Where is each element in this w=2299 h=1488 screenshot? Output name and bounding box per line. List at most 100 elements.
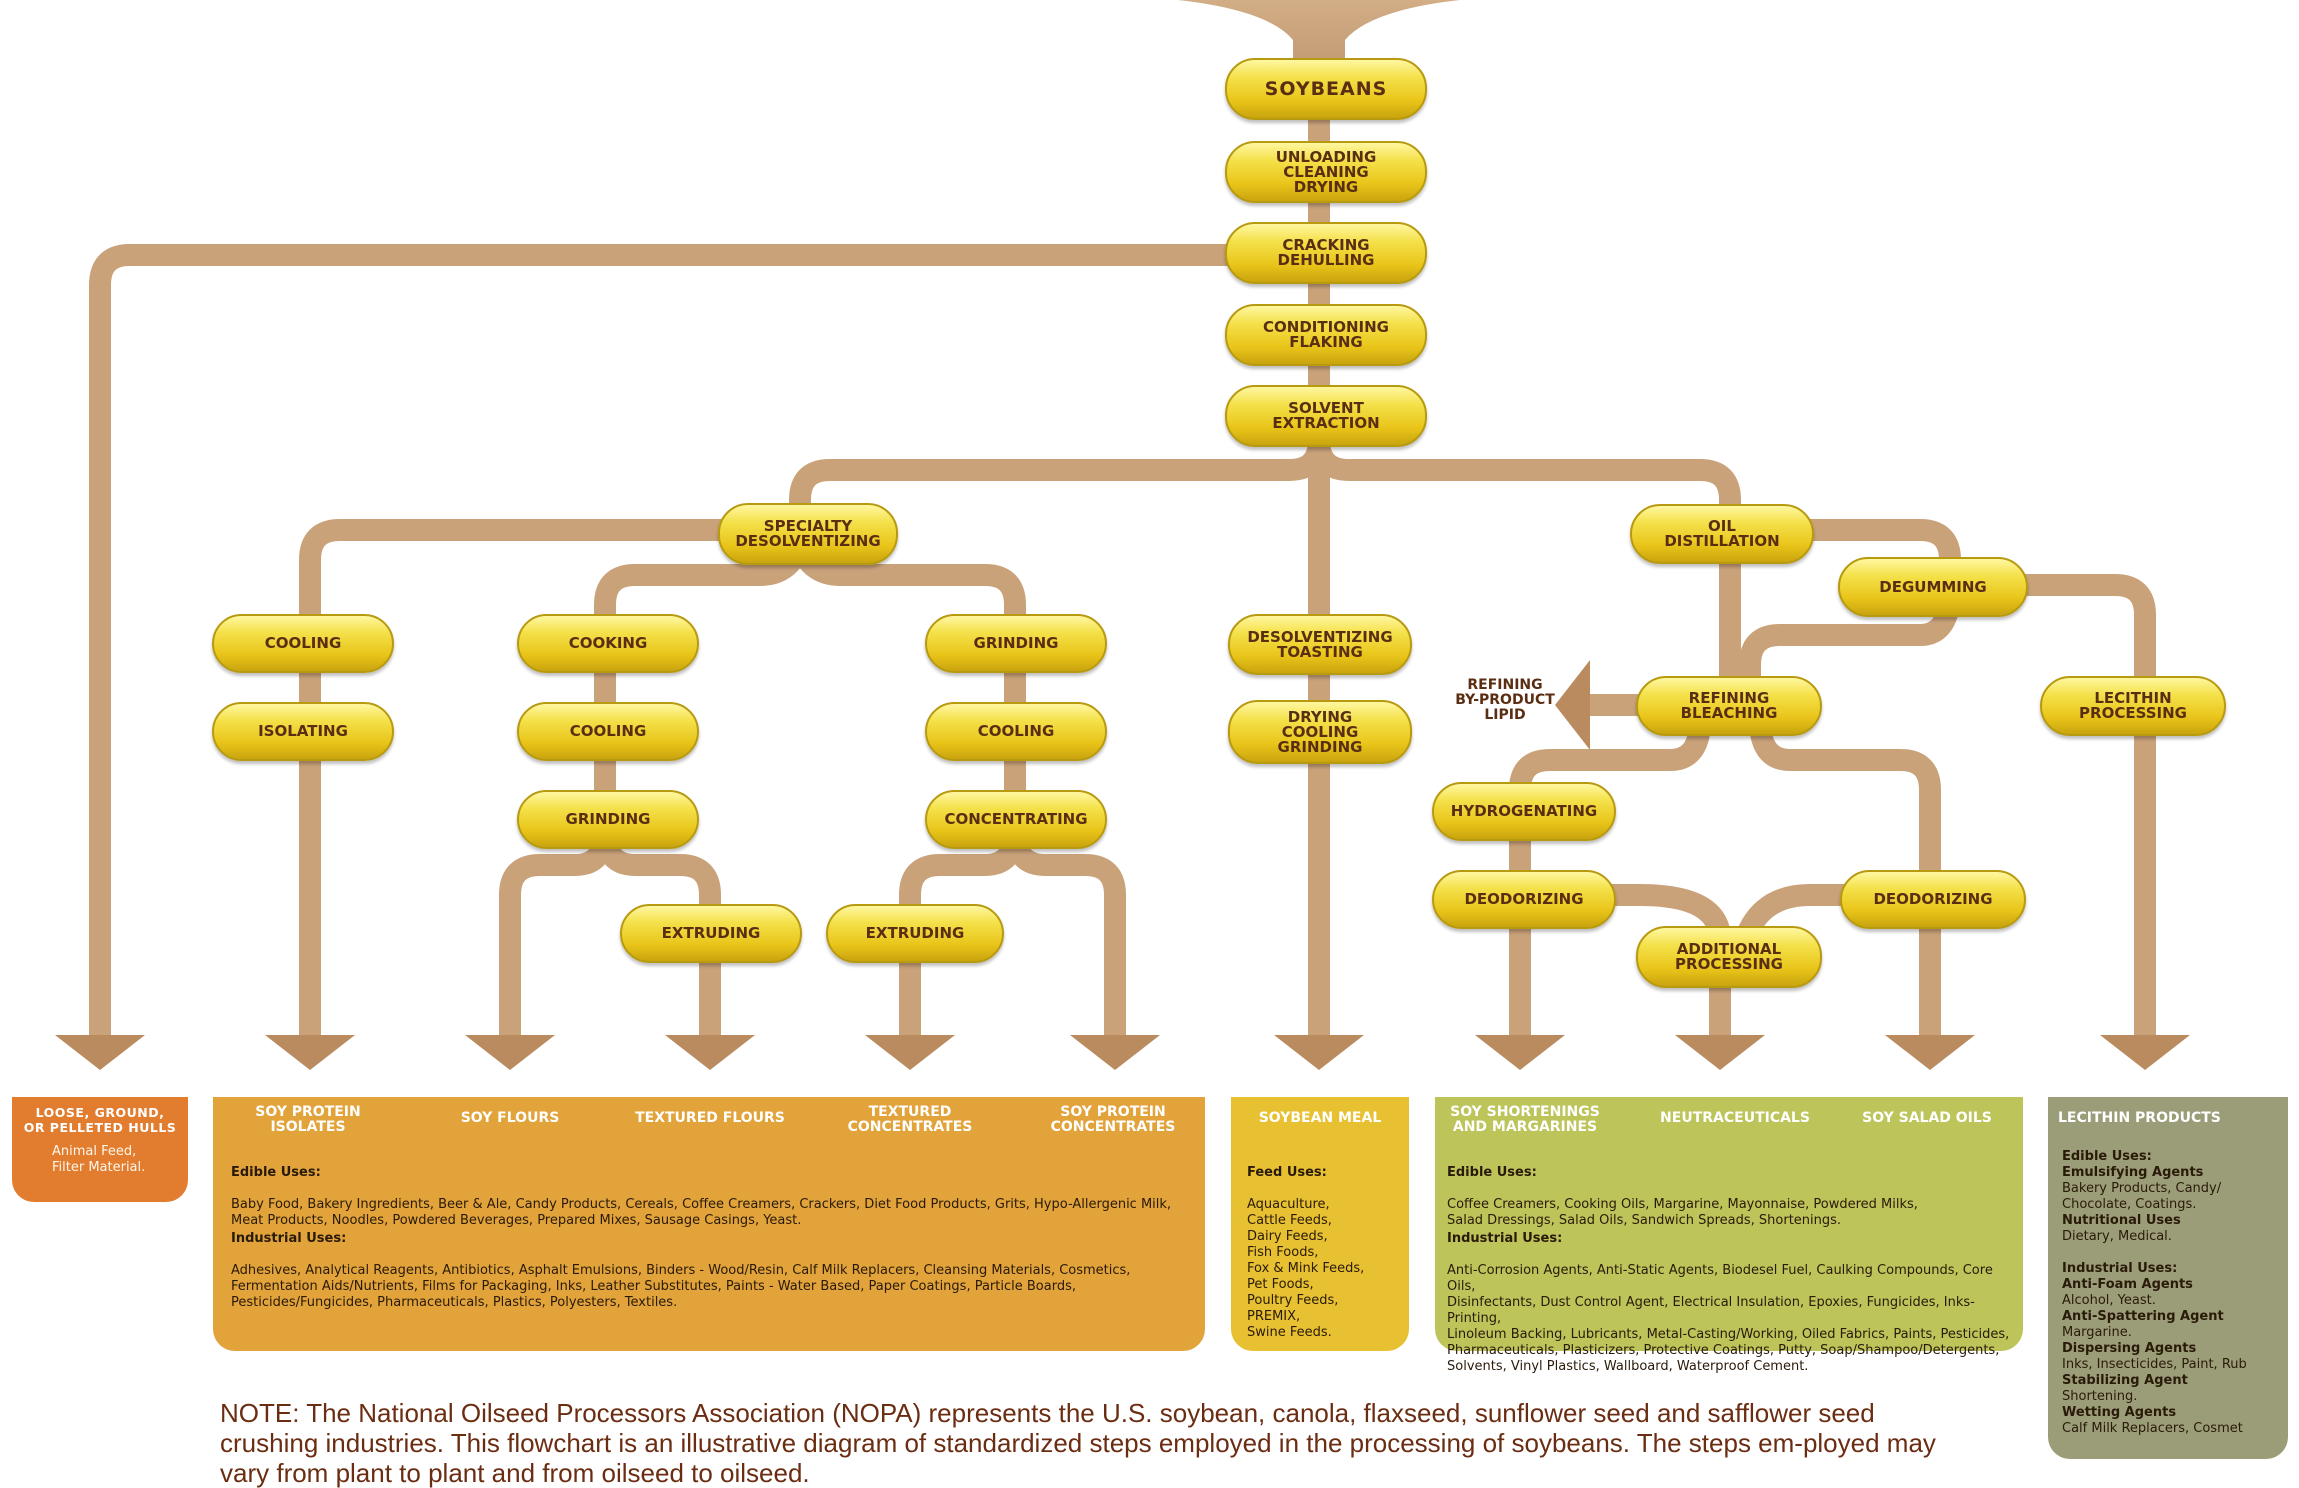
textured-flours-pipe xyxy=(594,829,721,1040)
step-soybeans: SOYBEANS xyxy=(1225,58,1427,120)
hydrogenating-pipe xyxy=(1509,719,1711,1040)
meal-feed-uses: Feed Uses: Aquaculture, Cattle Feeds, Da… xyxy=(1247,1149,1364,1341)
step-cracking-dehulling: CRACKING DEHULLING xyxy=(1225,222,1427,284)
protein-title-textured-flours: TEXTURED FLOURS xyxy=(635,1110,785,1126)
protein-edible-text: Baby Food, Bakery Ingredients, Beer & Al… xyxy=(231,1197,1172,1228)
byproduct-label: REFINING BY-PRODUCT LIPID xyxy=(1455,677,1555,723)
lecithin-title: LECITHIN PRODUCTS xyxy=(2058,1110,2221,1126)
lecithin-output-box: LECITHIN PRODUCTS Edible Uses: Emulsifyi… xyxy=(2048,1097,2288,1459)
arrowhead xyxy=(665,1035,755,1070)
byproduct-arrowhead xyxy=(1555,660,1590,750)
step-grinding-concentrates: GRINDING xyxy=(925,614,1107,673)
step-drying-cooling-grinding: DRYING COOLING GRINDING xyxy=(1228,700,1412,764)
nopa-note: NOTE: The National Oilseed Processors As… xyxy=(220,1398,1936,1488)
step-conditioning-flaking: CONDITIONING FLAKING xyxy=(1225,304,1427,366)
step-degumming: DEGUMMING xyxy=(1838,557,2028,617)
lecithin-wetting-text: Calf Milk Replacers, Cosmet xyxy=(2062,1421,2243,1436)
step-cooking: COOKING xyxy=(517,614,699,673)
protein-industrial-label: Industrial Uses: xyxy=(231,1231,347,1246)
step-deodorizing-right: DEODORIZING xyxy=(1840,870,2026,929)
meal-output-box: SOYBEAN MEAL Feed Uses: Aquaculture, Cat… xyxy=(1231,1097,1409,1351)
step-unloading-cleaning-drying: UNLOADING CLEANING DRYING xyxy=(1225,141,1427,203)
concentrates-pipe xyxy=(1004,829,1126,1040)
protein-edible-label: Edible Uses: xyxy=(231,1165,321,1180)
protein-title-textured-concentrates: TEXTURED CONCENTRATES xyxy=(847,1104,973,1135)
lecithin-edible-label: Edible Uses: xyxy=(2062,1149,2152,1164)
hulls-output-box: LOOSE, GROUND, OR PELLETED HULLS Animal … xyxy=(12,1097,188,1202)
step-hydrogenating: HYDROGENATING xyxy=(1432,782,1616,841)
oil-edible-label: Edible Uses: xyxy=(1447,1165,1537,1180)
arrowhead xyxy=(55,1035,145,1070)
hulls-pipe xyxy=(89,244,1319,1040)
step-extruding-concentrates: EXTRUDING xyxy=(826,904,1004,963)
lecithin-pipe xyxy=(2010,574,2156,1040)
meal-feed-text: Aquaculture, Cattle Feeds, Dairy Feeds, … xyxy=(1247,1197,1365,1340)
lecithin-antispatter-label: Anti-Spattering Agent xyxy=(2062,1309,2224,1324)
step-solvent-extraction: SOLVENT EXTRACTION xyxy=(1225,385,1427,447)
arrowhead xyxy=(465,1035,555,1070)
deodorizing-right-pipe xyxy=(1749,719,1941,1040)
oil-industrial-uses: Industrial Uses: Anti-Corrosion Agents, … xyxy=(1447,1215,2017,1375)
oil-edible-text: Coffee Creamers, Cooking Oils, Margarine… xyxy=(1447,1197,1918,1228)
lecithin-industrial-label: Industrial Uses: xyxy=(2062,1261,2178,1276)
flours-pipe xyxy=(499,829,616,1040)
step-refining-bleaching: REFINING BLEACHING xyxy=(1636,676,1822,736)
lecithin-nutritional-label: Nutritional Uses xyxy=(2062,1213,2181,1228)
arrowhead xyxy=(865,1035,955,1070)
arrowhead xyxy=(1885,1035,1975,1070)
meal-title: SOYBEAN MEAL xyxy=(1258,1110,1382,1126)
step-cooling-concentrates: COOLING xyxy=(925,702,1107,761)
hulls-title: LOOSE, GROUND, OR PELLETED HULLS xyxy=(23,1105,177,1135)
lecithin-emulsifying-label: Emulsifying Agents xyxy=(2062,1165,2204,1180)
oil-edible-uses: Edible Uses: Coffee Creamers, Cooking Oi… xyxy=(1447,1149,2017,1229)
isolates-pipe xyxy=(299,519,800,1040)
pipes xyxy=(89,60,2156,1040)
lecithin-dispersing-label: Dispersing Agents xyxy=(2062,1341,2197,1356)
step-cooling-flours: COOLING xyxy=(517,702,699,761)
meal-feed-label: Feed Uses: xyxy=(1247,1165,1327,1180)
oil-industrial-label: Industrial Uses: xyxy=(1447,1231,1563,1246)
lecithin-stabilizing-text: Shortening. xyxy=(2062,1389,2138,1404)
arrowhead xyxy=(1675,1035,1765,1070)
oil-output-box: SOY SHORTENINGS AND MARGARINES NEUTRACEU… xyxy=(1435,1097,2023,1374)
arrowhead xyxy=(2100,1035,2190,1070)
protein-title-flours: SOY FLOURS xyxy=(460,1110,560,1126)
lecithin-antifoam-label: Anti-Foam Agents xyxy=(2062,1277,2193,1292)
lecithin-nutritional-text: Dietary, Medical. xyxy=(2062,1229,2172,1244)
protein-industrial-uses: Industrial Uses: Adhesives, Analytical R… xyxy=(231,1215,1191,1311)
step-lecithin-processing: LECITHIN PROCESSING xyxy=(2040,676,2226,736)
oil-industrial-text: Anti-Corrosion Agents, Anti-Static Agent… xyxy=(1447,1263,2010,1374)
lecithin-antispatter-text: Margarine. xyxy=(2062,1325,2132,1340)
arrowhead xyxy=(1070,1035,1160,1070)
arrowheads xyxy=(55,660,2190,1070)
lecithin-emulsifying-text: Bakery Products, Candy/ Chocolate, Coati… xyxy=(2062,1181,2222,1212)
oil-title-shortenings: SOY SHORTENINGS AND MARGARINES xyxy=(1450,1104,1600,1135)
protein-output-box: SOY PROTEIN ISOLATES SOY FLOURS TEXTURED… xyxy=(213,1097,1205,1351)
step-extruding-flours: EXTRUDING xyxy=(620,904,802,963)
arrowhead xyxy=(265,1035,355,1070)
hulls-uses: Animal Feed, Filter Material. xyxy=(52,1144,146,1175)
lecithin-antifoam-text: Alcohol, Yeast. xyxy=(2062,1293,2156,1308)
arrowhead xyxy=(1475,1035,1565,1070)
protein-edible-uses: Edible Uses: Baby Food, Bakery Ingredien… xyxy=(231,1149,1191,1229)
step-concentrating: CONCENTRATING xyxy=(925,790,1107,849)
lecithin-uses: Edible Uses: Emulsifying Agents Bakery P… xyxy=(2062,1149,2287,1437)
grinding-pipe xyxy=(789,540,1026,810)
lecithin-dispersing-text: Inks, Insecticides, Paint, Rub xyxy=(2062,1357,2247,1372)
step-isolating: ISOLATING xyxy=(212,702,394,761)
lecithin-wetting-label: Wetting Agents xyxy=(2062,1405,2177,1420)
step-cooling-isolates: COOLING xyxy=(212,614,394,673)
step-grinding-flours: GRINDING xyxy=(517,790,699,849)
step-additional-processing: ADDITIONAL PROCESSING xyxy=(1636,926,1822,988)
lecithin-stabilizing-label: Stabilizing Agent xyxy=(2062,1373,2188,1388)
oil-title-neutraceuticals: NEUTRACEUTICALS xyxy=(1660,1110,1810,1126)
step-oil-distillation: OIL DISTILLATION xyxy=(1630,504,1814,564)
step-deodorizing-left: DEODORIZING xyxy=(1432,870,1616,929)
step-desolventizing-toasting: DESOLVENTIZING TOASTING xyxy=(1228,614,1412,675)
protein-title-concentrates: SOY PROTEIN CONCENTRATES xyxy=(1050,1104,1176,1135)
oil-title-salad-oils: SOY SALAD OILS xyxy=(1862,1110,1992,1126)
protein-title-isolates: SOY PROTEIN ISOLATES xyxy=(255,1104,361,1135)
protein-industrial-text: Adhesives, Analytical Reagents, Antibiot… xyxy=(231,1263,1131,1310)
